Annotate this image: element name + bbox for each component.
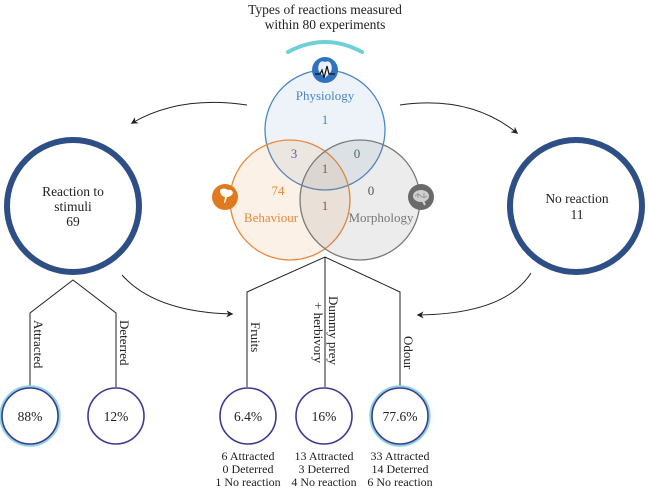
brain-icon — [408, 184, 434, 210]
venn-label-behaviour: Behaviour — [244, 210, 299, 225]
title-line-2: within 80 experiments — [265, 17, 386, 32]
venn-count-all-three: 1 — [322, 161, 329, 176]
stimulus-label-odour: Odour — [401, 336, 416, 370]
reaction-count: 69 — [66, 214, 80, 229]
arrow-reaction-to-stimuli — [121, 274, 234, 318]
accent-arc — [286, 40, 364, 54]
odour-percent: 77.6% — [383, 409, 418, 424]
stimulus-label-fruits: Fruits — [248, 322, 263, 352]
venn-count-phys-morph: 0 — [354, 146, 361, 161]
odour-circle — [371, 387, 429, 445]
fruits-percent: 6.4% — [234, 409, 262, 424]
title-line-1: Types of reactions measured — [248, 2, 402, 17]
stimulus-label-dummy-1: Dummy prey — [326, 296, 341, 365]
deterred-circle — [87, 387, 145, 445]
odour-no-reaction: 6 No reaction — [367, 475, 432, 489]
fruits-attracted: 6 Attracted — [222, 449, 275, 463]
reaction-label-1: Reaction to — [42, 184, 104, 199]
venn-label-physiology: Physiology — [296, 88, 355, 103]
attracted-circle — [1, 387, 59, 445]
dummy-no-reaction: 4 No reaction — [291, 475, 356, 489]
venn-label-morphology: Morphology — [349, 210, 415, 225]
venn-count-phys-behav: 3 — [291, 146, 298, 161]
bird-icon — [212, 184, 238, 210]
arrow-to-no-reaction — [399, 102, 519, 134]
deterred-percent: 12% — [104, 409, 129, 424]
heart-ecg-icon — [312, 57, 338, 83]
reaction-label-2: stimuli — [54, 199, 92, 214]
venn-count-physiology: 1 — [322, 112, 329, 127]
arrow-no-reaction-to-stimuli — [416, 272, 532, 319]
fruits-circle — [219, 387, 277, 445]
attracted-percent: 88% — [18, 409, 43, 424]
split-label-attracted: Attracted — [31, 320, 46, 369]
no-reaction-count: 11 — [571, 207, 584, 222]
venn-count-behav-morph: 1 — [322, 198, 329, 213]
odour-attracted: 33 Attracted — [371, 449, 430, 463]
stimulus-label-dummy-2: + herbivory — [311, 302, 326, 364]
venn-count-morphology: 0 — [368, 183, 375, 198]
no-reaction-circle — [507, 137, 645, 275]
split-label-deterred: Deterred — [117, 320, 132, 366]
dummy-percent: 16% — [312, 409, 337, 424]
venn-count-behaviour: 74 — [272, 183, 286, 198]
reaction-circle — [4, 137, 142, 275]
dummy-deterred: 3 Deterred — [299, 462, 350, 476]
dummy-attracted: 13 Attracted — [295, 449, 354, 463]
arrow-to-reaction — [130, 101, 248, 124]
reaction-split-tree — [29, 279, 117, 387]
odour-deterred: 14 Deterred — [372, 462, 429, 476]
no-reaction-label: No reaction — [545, 191, 609, 206]
fruits-no-reaction: 1 No reaction — [215, 475, 280, 489]
dummy-circle — [295, 387, 353, 445]
fruits-deterred: 0 Deterred — [223, 462, 274, 476]
